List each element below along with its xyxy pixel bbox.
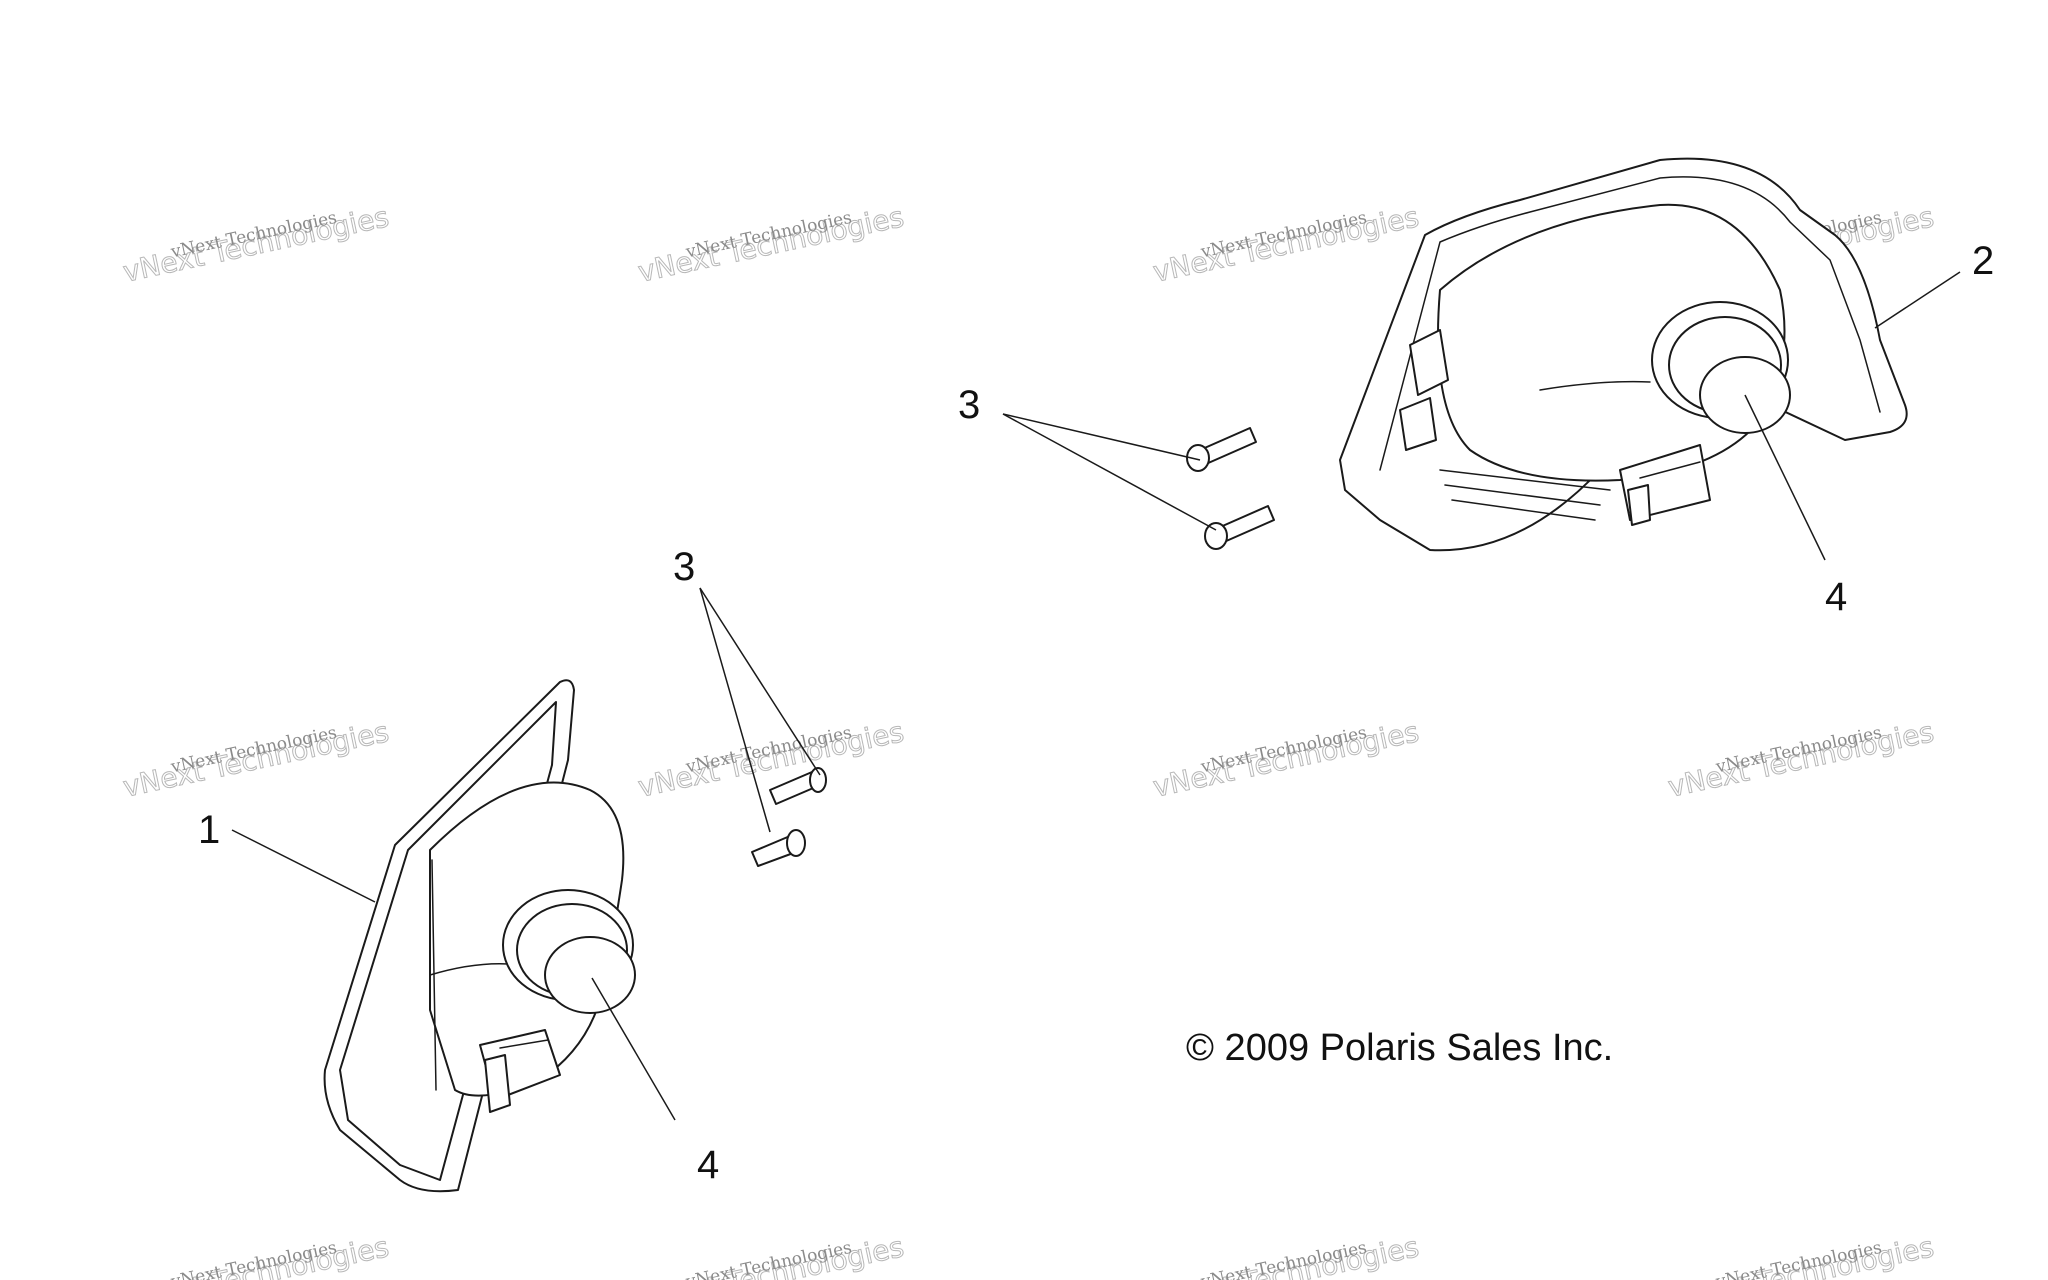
callout-4-right: 4 — [1825, 575, 1847, 619]
leader-lines — [231, 271, 1961, 1121]
callout-3-right: 3 — [958, 383, 980, 427]
screw-left-lower — [751, 829, 806, 867]
callout-2: 2 — [1972, 239, 1994, 283]
copyright-notice: © 2009 Polaris Sales Inc. — [1186, 1027, 1613, 1069]
headlight-assembly-right — [1339, 157, 1908, 552]
callout-4-left: 4 — [697, 1143, 719, 1187]
callout-3-left: 3 — [673, 545, 695, 589]
screw-right-lower — [1204, 505, 1275, 550]
screw-right-upper — [1186, 427, 1257, 472]
screw-left-upper — [769, 767, 827, 805]
headlight-assembly-left — [323, 679, 636, 1193]
callout-1: 1 — [198, 808, 220, 852]
